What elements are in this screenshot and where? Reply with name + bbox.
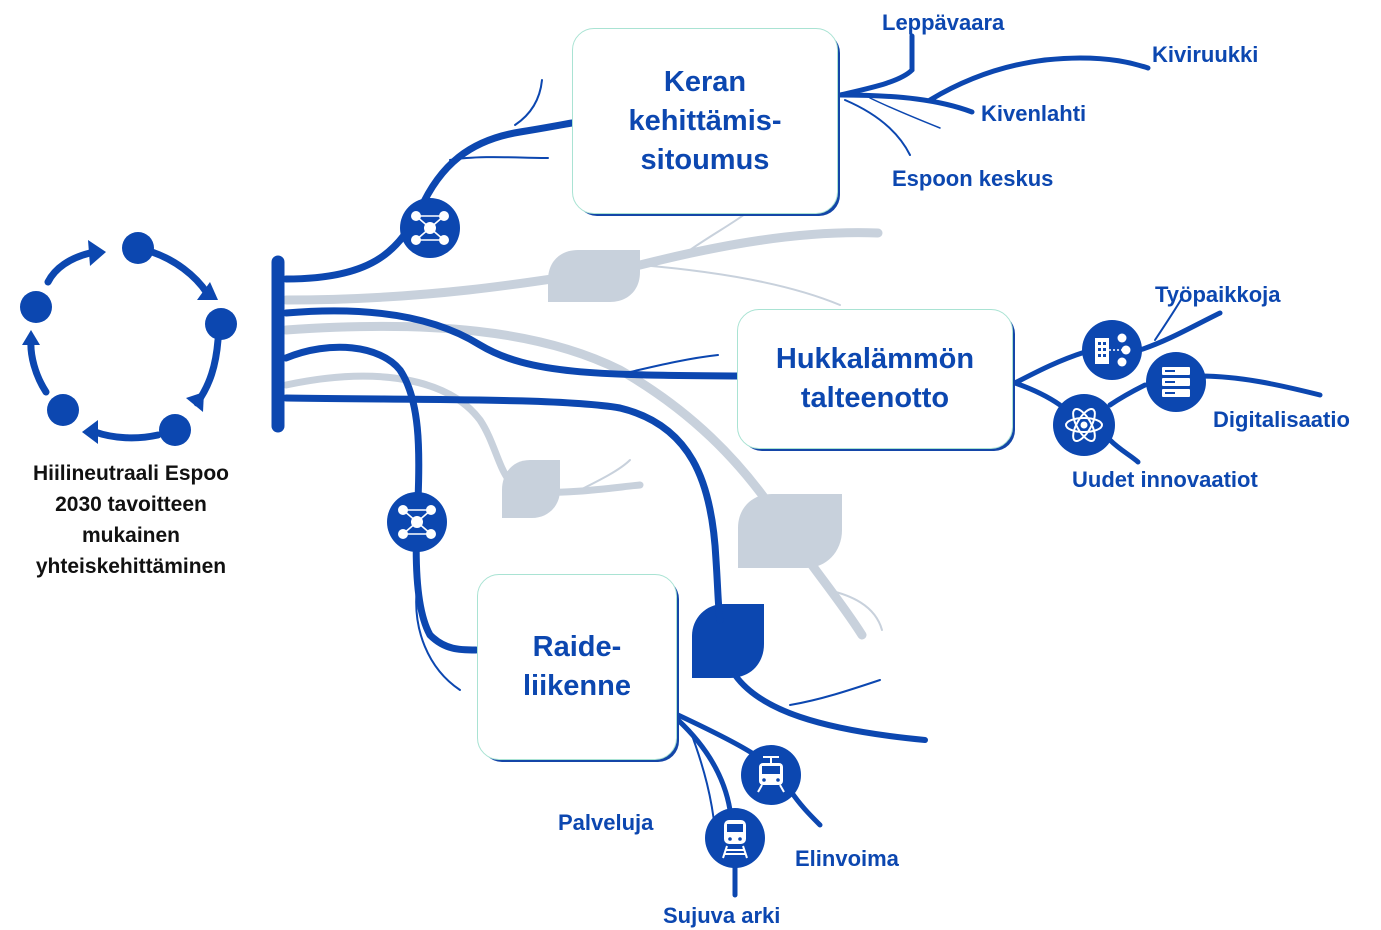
twig-espoo-keskus: [844, 99, 911, 156]
train-icon: [705, 808, 765, 868]
raide-title-line: liikenne: [523, 670, 631, 702]
label-kiviruukki: Kiviruukki: [1152, 42, 1259, 67]
branch-leaf: [282, 394, 724, 624]
branch-hukka: [282, 307, 744, 380]
keran-title: Keran kehittämis- sitoumus: [628, 63, 781, 180]
leaf-icon: [548, 250, 640, 302]
branch-leppavaara: [837, 33, 915, 98]
building-network-icon: [1082, 320, 1142, 380]
grey-branch-low: [282, 372, 644, 496]
twig-hukka: [629, 354, 719, 373]
label-tyopaikkoja: Työpaikkoja: [1155, 282, 1281, 307]
branch-digitalisaatio: [1107, 382, 1148, 408]
label-espoon-keskus: Espoon keskus: [892, 166, 1054, 191]
grey-twig-4: [827, 589, 883, 631]
leaf-icon: [738, 494, 842, 568]
label-elinvoima: Elinvoima: [795, 846, 899, 871]
tram-icon: [741, 745, 801, 805]
leaf-icon: [692, 604, 764, 678]
twig-keran-2: [514, 79, 543, 126]
branch-raide: [282, 343, 480, 654]
keran-title-line: sitoumus: [640, 143, 770, 176]
cycle-caption-line: 2030 tavoitteen: [55, 493, 207, 516]
cycle-caption-line: Hiilineutraali Espoo: [32, 462, 230, 485]
cycle-arrows-icon: [20, 232, 237, 446]
label-sujuva-arki: Sujuva arki: [663, 903, 781, 928]
branch-keran: [282, 119, 576, 283]
network-icon: [387, 492, 447, 552]
cycle-caption-line: yhteiskehittäminen: [35, 555, 227, 578]
label-digitalisaatio: Digitalisaatio: [1213, 407, 1350, 432]
twig-raide: [415, 579, 461, 691]
leaf-icon: [502, 460, 560, 518]
branch-sujuva: [675, 717, 733, 813]
branch-kiviruukki: [927, 55, 1151, 103]
hukka-title-line: talteenotto: [800, 382, 950, 414]
grey-twig-3: [579, 459, 631, 491]
cycle-caption-line: mukainen: [81, 524, 181, 547]
branch-tyopaikkoja-2: [1137, 310, 1223, 353]
hukka-title-line: Hukkalämmön: [775, 343, 975, 375]
keran-box: Keran kehittämis- sitoumus: [572, 28, 838, 214]
server-icon: [1146, 352, 1206, 412]
branch-innovaatiot: [1012, 380, 1063, 408]
label-palveluja: Palveluja: [558, 810, 654, 835]
keran-title-line: kehittämis-: [628, 104, 782, 137]
raide-title: Raide- liikenne: [523, 628, 631, 706]
label-kivenlahti: Kivenlahti: [981, 101, 1087, 126]
twig-keran-1: [449, 156, 549, 161]
branch-kivenlahti: [837, 92, 975, 115]
hukka-box: Hukkalämmön talteenotto: [737, 309, 1013, 449]
twig-keran-3: [869, 97, 941, 129]
twig-tyopaikkoja: [1154, 297, 1183, 341]
atom-icon: [1053, 394, 1115, 456]
twig-leaf: [789, 679, 881, 706]
network-icon: [400, 198, 460, 258]
label-leppavaara: Leppävaara: [882, 10, 1005, 35]
raide-box: Raide- liikenne: [477, 574, 677, 760]
grey-twig-1: [639, 264, 841, 306]
keran-title-line: Keran: [663, 65, 747, 98]
raide-title-line: Raide-: [532, 631, 622, 663]
cycle-caption: Hiilineutraali Espoo 2030 tavoitteen muk…: [0, 458, 262, 582]
grey-twig-2: [689, 213, 746, 251]
hukka-title: Hukkalämmön talteenotto: [776, 340, 974, 418]
branch-digitalisaatio-2: [1197, 373, 1323, 398]
branch-tyopaikkoja: [1012, 349, 1088, 386]
branch-leaf-tail: [732, 672, 928, 743]
label-uudet-innovaatiot: Uudet innovaatiot: [1072, 467, 1258, 492]
branch-innovaatiot-tail: [1107, 437, 1141, 465]
